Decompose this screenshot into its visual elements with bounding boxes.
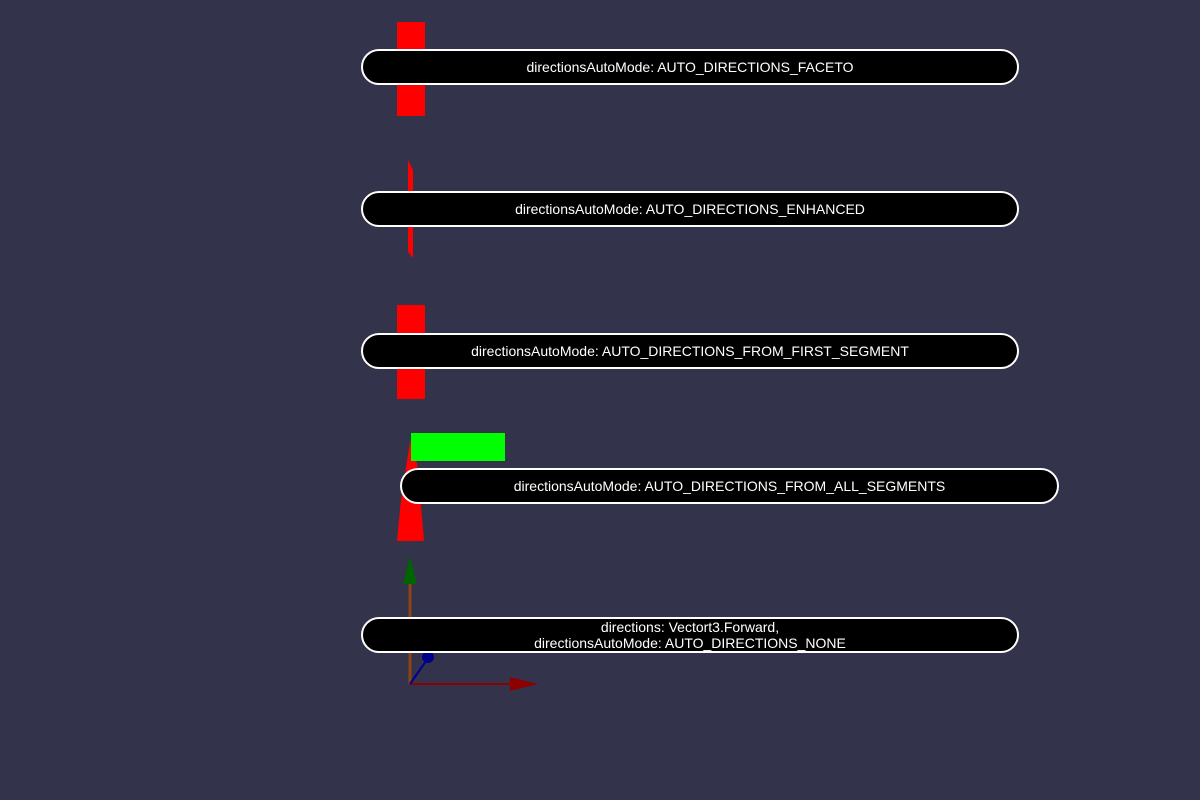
axis-z-arrow <box>409 651 434 685</box>
label-line: directionsAutoMode: AUTO_DIRECTIONS_ENHA… <box>515 201 865 217</box>
label-line: directionsAutoMode: AUTO_DIRECTIONS_FROM… <box>471 343 909 359</box>
label-auto-directions-faceto: directionsAutoMode: AUTO_DIRECTIONS_FACE… <box>361 49 1019 85</box>
label-auto-directions-from-first-segment: directionsAutoMode: AUTO_DIRECTIONS_FROM… <box>361 333 1019 369</box>
normal-indicator-green <box>411 433 505 461</box>
label-line: directionsAutoMode: AUTO_DIRECTIONS_NONE <box>534 635 846 651</box>
label-line: directionsAutoMode: AUTO_DIRECTIONS_FACE… <box>526 59 854 75</box>
label-line: directions: Vectort3.Forward, <box>600 619 780 635</box>
label-line: directionsAutoMode: AUTO_DIRECTIONS_FROM… <box>513 478 946 494</box>
label-auto-directions-enhanced: directionsAutoMode: AUTO_DIRECTIONS_ENHA… <box>361 191 1019 227</box>
label-auto-directions-none: directions: Vectort3.Forward, directions… <box>361 617 1019 653</box>
axis-x-arrow <box>410 677 538 691</box>
label-auto-directions-from-all-segments: directionsAutoMode: AUTO_DIRECTIONS_FROM… <box>400 468 1059 504</box>
